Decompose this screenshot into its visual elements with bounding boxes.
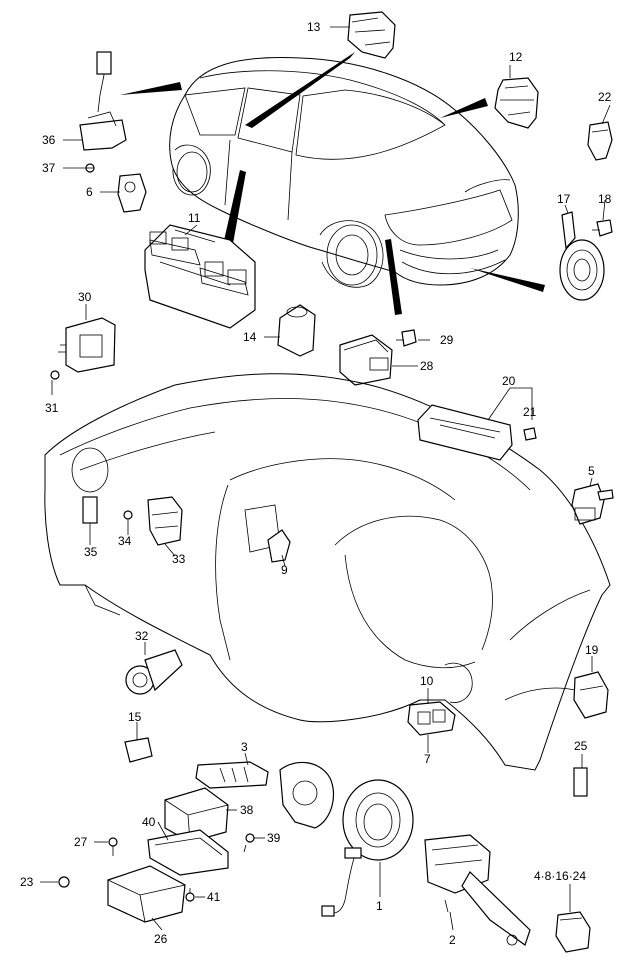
part-25-label <box>573 767 588 797</box>
part-26-airbag-module <box>107 865 186 923</box>
part-4-relay <box>555 911 591 953</box>
callout-5: 5 <box>588 464 595 478</box>
part-10-switch <box>407 701 456 736</box>
callout-14: 14 <box>243 330 257 344</box>
callout-27: 27 <box>74 835 88 849</box>
part-18-bolt <box>592 219 613 237</box>
part-2-combination-switch <box>424 834 531 946</box>
part-14-switch <box>277 304 316 357</box>
callout-2: 2 <box>449 933 456 947</box>
part-32-ignition-cylinder <box>125 649 183 695</box>
callout-35: 35 <box>84 545 98 559</box>
part-19-relay <box>573 671 609 719</box>
part-39-screw <box>243 833 255 853</box>
part-6-sensor <box>117 173 147 213</box>
part-31-nut <box>50 370 60 380</box>
callout-10: 10 <box>420 674 434 688</box>
callout-30: 30 <box>78 290 92 304</box>
part-30-control-module <box>58 317 116 373</box>
part-21-clip <box>523 427 537 441</box>
callout-13: 13 <box>307 20 321 34</box>
callout-38: 38 <box>240 803 254 817</box>
part-35-label <box>82 496 98 524</box>
part-40-bracket <box>147 829 229 876</box>
callout-9: 9 <box>281 563 288 577</box>
part-3-combination-switch <box>195 761 335 829</box>
part-29-bolt <box>396 329 417 347</box>
callout-31: 31 <box>45 401 59 415</box>
pointer-arrows <box>120 52 545 315</box>
callout-25: 25 <box>574 739 588 753</box>
callout-20: 20 <box>502 374 516 388</box>
callout-18: 18 <box>598 192 612 206</box>
callout-40: 40 <box>142 815 156 829</box>
part-27-screw <box>108 837 118 856</box>
callout-21: 21 <box>523 405 537 419</box>
callout-28: 28 <box>420 359 434 373</box>
part-9-switch <box>267 529 291 563</box>
part-5-sensor <box>571 483 614 525</box>
part-15-cover <box>124 737 153 763</box>
part-12-switch <box>494 77 539 129</box>
callout-37: 37 <box>42 161 56 175</box>
part-34-screw <box>123 510 133 520</box>
car-body-illustration <box>169 57 519 288</box>
callout-19: 19 <box>585 643 599 657</box>
callout-39: 39 <box>267 831 281 845</box>
callout-7: 7 <box>424 752 431 766</box>
part-11-power-window-switch <box>144 224 256 329</box>
leader-lines <box>40 26 611 931</box>
part-22-sensor <box>587 121 613 161</box>
part-1-clock-spring <box>321 779 414 917</box>
part-33-bracket <box>147 496 183 546</box>
part-37-screw <box>85 163 95 173</box>
callout-4-8-16-24: 4·8·16·24 <box>534 869 586 883</box>
callout-6: 6 <box>86 185 93 199</box>
callout-29: 29 <box>440 333 454 347</box>
part-38-module <box>164 787 229 843</box>
callout-41: 41 <box>207 890 221 904</box>
callout-36: 36 <box>42 133 56 147</box>
callout-1: 1 <box>376 899 383 913</box>
callout-34: 34 <box>118 534 132 548</box>
callout-23: 23 <box>20 875 34 889</box>
part-41-screw <box>185 888 195 902</box>
part-17-horn <box>559 211 605 301</box>
callout-11: 11 <box>188 211 201 225</box>
callout-32: 32 <box>135 629 149 643</box>
callout-26: 26 <box>154 932 168 946</box>
callout-33: 33 <box>172 552 186 566</box>
part-13-switch <box>347 11 396 59</box>
part-36-bracket-harness <box>79 51 127 151</box>
callout-labels: 13 12 22 36 37 6 11 17 18 30 14 29 28 31… <box>20 20 612 947</box>
part-28-relay <box>339 334 393 386</box>
callout-17: 17 <box>557 192 571 206</box>
callout-12: 12 <box>509 50 523 64</box>
callout-3: 3 <box>241 740 248 754</box>
part-20-switch-panel <box>417 404 513 461</box>
callout-22: 22 <box>598 90 612 104</box>
part-23-nut <box>58 876 70 888</box>
callout-15: 15 <box>128 710 142 724</box>
